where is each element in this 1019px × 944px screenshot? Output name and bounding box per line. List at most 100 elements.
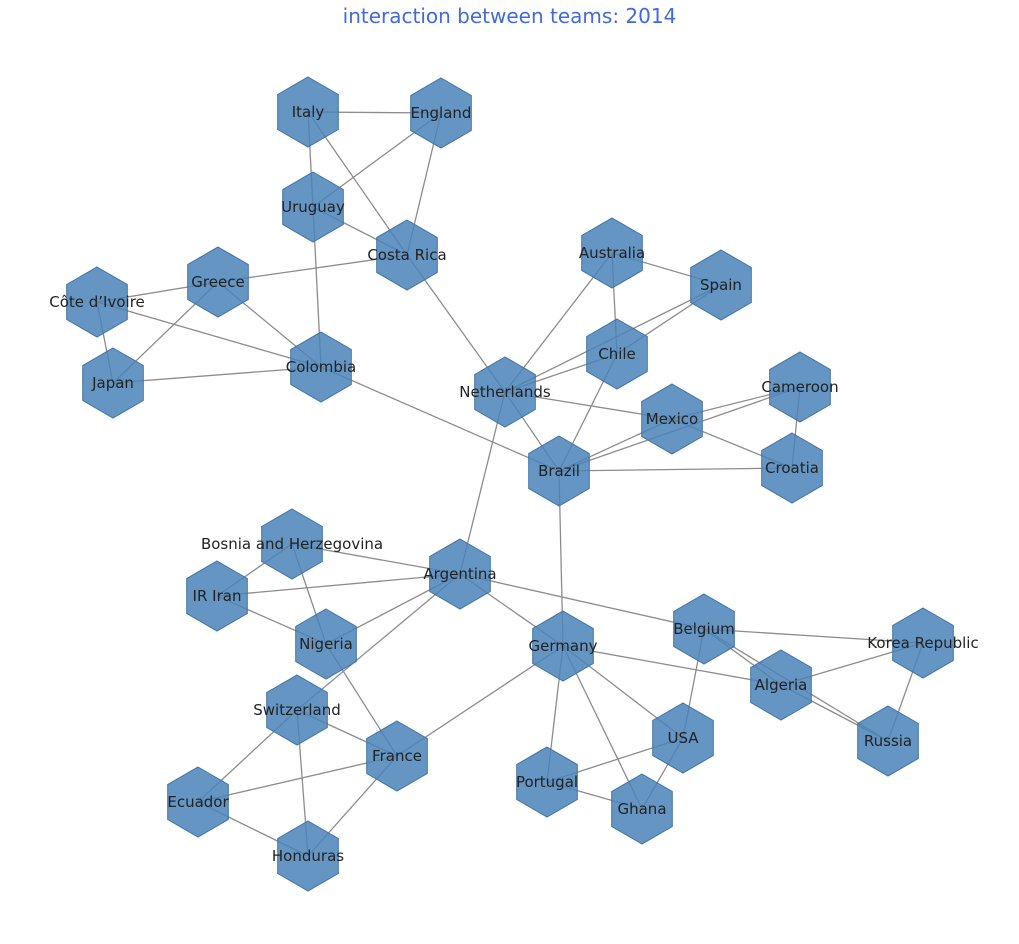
node-spain: Spain — [690, 249, 752, 321]
node-label: Australia — [579, 244, 645, 262]
node-label: Switzerland — [253, 701, 341, 719]
hexagon-node-shape — [750, 649, 812, 721]
hexagon-node-shape — [690, 249, 752, 321]
node-france: France — [366, 720, 428, 792]
hexagon-node-shape — [290, 331, 352, 403]
hexagon-node-shape — [376, 219, 438, 291]
node-belgium: Belgium — [673, 593, 735, 665]
edge-argentina-switzerland — [296, 573, 461, 711]
node-label: Russia — [864, 732, 912, 750]
node-label: Bosnia and Herzegovina — [201, 535, 383, 553]
hexagon-node-shape — [82, 347, 144, 419]
node-label: Honduras — [272, 847, 344, 865]
node-argentina: Argentina — [423, 538, 497, 610]
hexagon-node-shape — [410, 77, 472, 149]
node-colombia: Colombia — [286, 331, 357, 403]
node-germany: Germany — [529, 610, 598, 682]
node-japan: Japan — [82, 347, 144, 419]
node-label: Brazil — [538, 462, 580, 480]
hexagon-node-shape — [641, 383, 703, 455]
hexagon-node-shape — [528, 435, 590, 507]
node-label: Cameroon — [761, 378, 838, 396]
node-label: Colombia — [286, 358, 357, 376]
hexagon-node-shape — [66, 266, 128, 338]
hexagon-node-shape — [857, 705, 919, 777]
hexagon-node-shape — [186, 560, 248, 632]
hexagon-node-shape — [277, 820, 339, 892]
node-label: IR Iran — [193, 587, 242, 605]
node-label: Belgium — [673, 620, 735, 638]
hexagon-node-shape — [295, 608, 357, 680]
node-korea-republic: Korea Republic — [867, 607, 979, 679]
hexagon-node-shape — [611, 773, 673, 845]
hexagon-node-shape — [581, 217, 643, 289]
node-england: England — [410, 77, 472, 149]
node-label: Croatia — [765, 459, 819, 477]
node-chile: Chile — [586, 318, 648, 390]
node-italy: Italy — [277, 76, 339, 148]
hexagon-node-shape — [282, 171, 344, 243]
node-label: Algeria — [755, 676, 808, 694]
node-label: Argentina — [423, 565, 496, 583]
node-brazil: Brazil — [528, 435, 590, 507]
edge-france-ecuador — [197, 755, 398, 803]
hexagon-node-shape — [769, 351, 831, 423]
node-ghana: Ghana — [611, 773, 673, 845]
node-label: Côte d’Ivoire — [49, 293, 145, 311]
edge-argentina-ir-iran — [216, 573, 461, 597]
node-label: Portugal — [516, 773, 578, 791]
hexagon-node-shape — [366, 720, 428, 792]
node-algeria: Algeria — [750, 649, 812, 721]
node-ir-iran: IR Iran — [186, 560, 248, 632]
hexagon-node-shape — [187, 246, 249, 318]
edge-colombia-brazil — [320, 366, 560, 472]
node-usa: USA — [652, 702, 714, 774]
edge-algeria-germany — [562, 645, 782, 686]
hexagon-node-shape — [167, 766, 229, 838]
node-label: Greece — [191, 273, 244, 291]
hexagon-node-shape — [586, 318, 648, 390]
node-greece: Greece — [187, 246, 249, 318]
hexagon-node-shape — [261, 508, 323, 580]
hexagon-node-shape — [277, 76, 339, 148]
node-mexico: Mexico — [641, 383, 703, 455]
node-costa-rica: Costa Rica — [367, 219, 447, 291]
hexagon-node-shape — [429, 538, 491, 610]
edge-belgium-korea-republic — [703, 628, 924, 644]
hexagon-node-shape — [516, 746, 578, 818]
hexagon-node-shape — [673, 593, 735, 665]
node-switzerland: Switzerland — [253, 674, 341, 746]
edge-argentina-belgium — [459, 573, 705, 630]
hexagon-node-shape — [474, 356, 536, 428]
node-label: Japan — [91, 374, 134, 392]
edge-croatia-brazil — [558, 467, 793, 472]
node-portugal: Portugal — [516, 746, 578, 818]
node-label: Costa Rica — [367, 246, 446, 264]
node-cameroon: Cameroon — [761, 351, 839, 423]
hexagon-node-shape — [266, 674, 328, 746]
node-label: Uruguay — [281, 198, 345, 216]
node-label: Nigeria — [299, 635, 353, 653]
edge-japan-colombia — [112, 366, 322, 384]
edge-costa-rica-greece — [217, 254, 408, 283]
node-netherlands: Netherlands — [459, 356, 551, 428]
node-label: USA — [667, 729, 699, 747]
hexagon-node-shape — [761, 432, 823, 504]
node-label: Italy — [292, 103, 325, 121]
node-label: Spain — [700, 276, 742, 294]
node-label: Chile — [598, 345, 636, 363]
node-bosnia-and-herzegovina: Bosnia and Herzegovina — [201, 508, 383, 580]
node-nigeria: Nigeria — [295, 608, 357, 680]
node-label: Mexico — [646, 410, 698, 428]
node-australia: Australia — [579, 217, 645, 289]
node-honduras: Honduras — [272, 820, 344, 892]
hexagon-node-shape — [652, 702, 714, 774]
edge-cote-d-ivoire-colombia — [96, 301, 322, 368]
node-label: Korea Republic — [867, 634, 978, 652]
hexagon-node-shape — [892, 607, 954, 679]
node-croatia: Croatia — [761, 432, 823, 504]
node-label: France — [372, 747, 422, 765]
node-label: England — [411, 104, 472, 122]
